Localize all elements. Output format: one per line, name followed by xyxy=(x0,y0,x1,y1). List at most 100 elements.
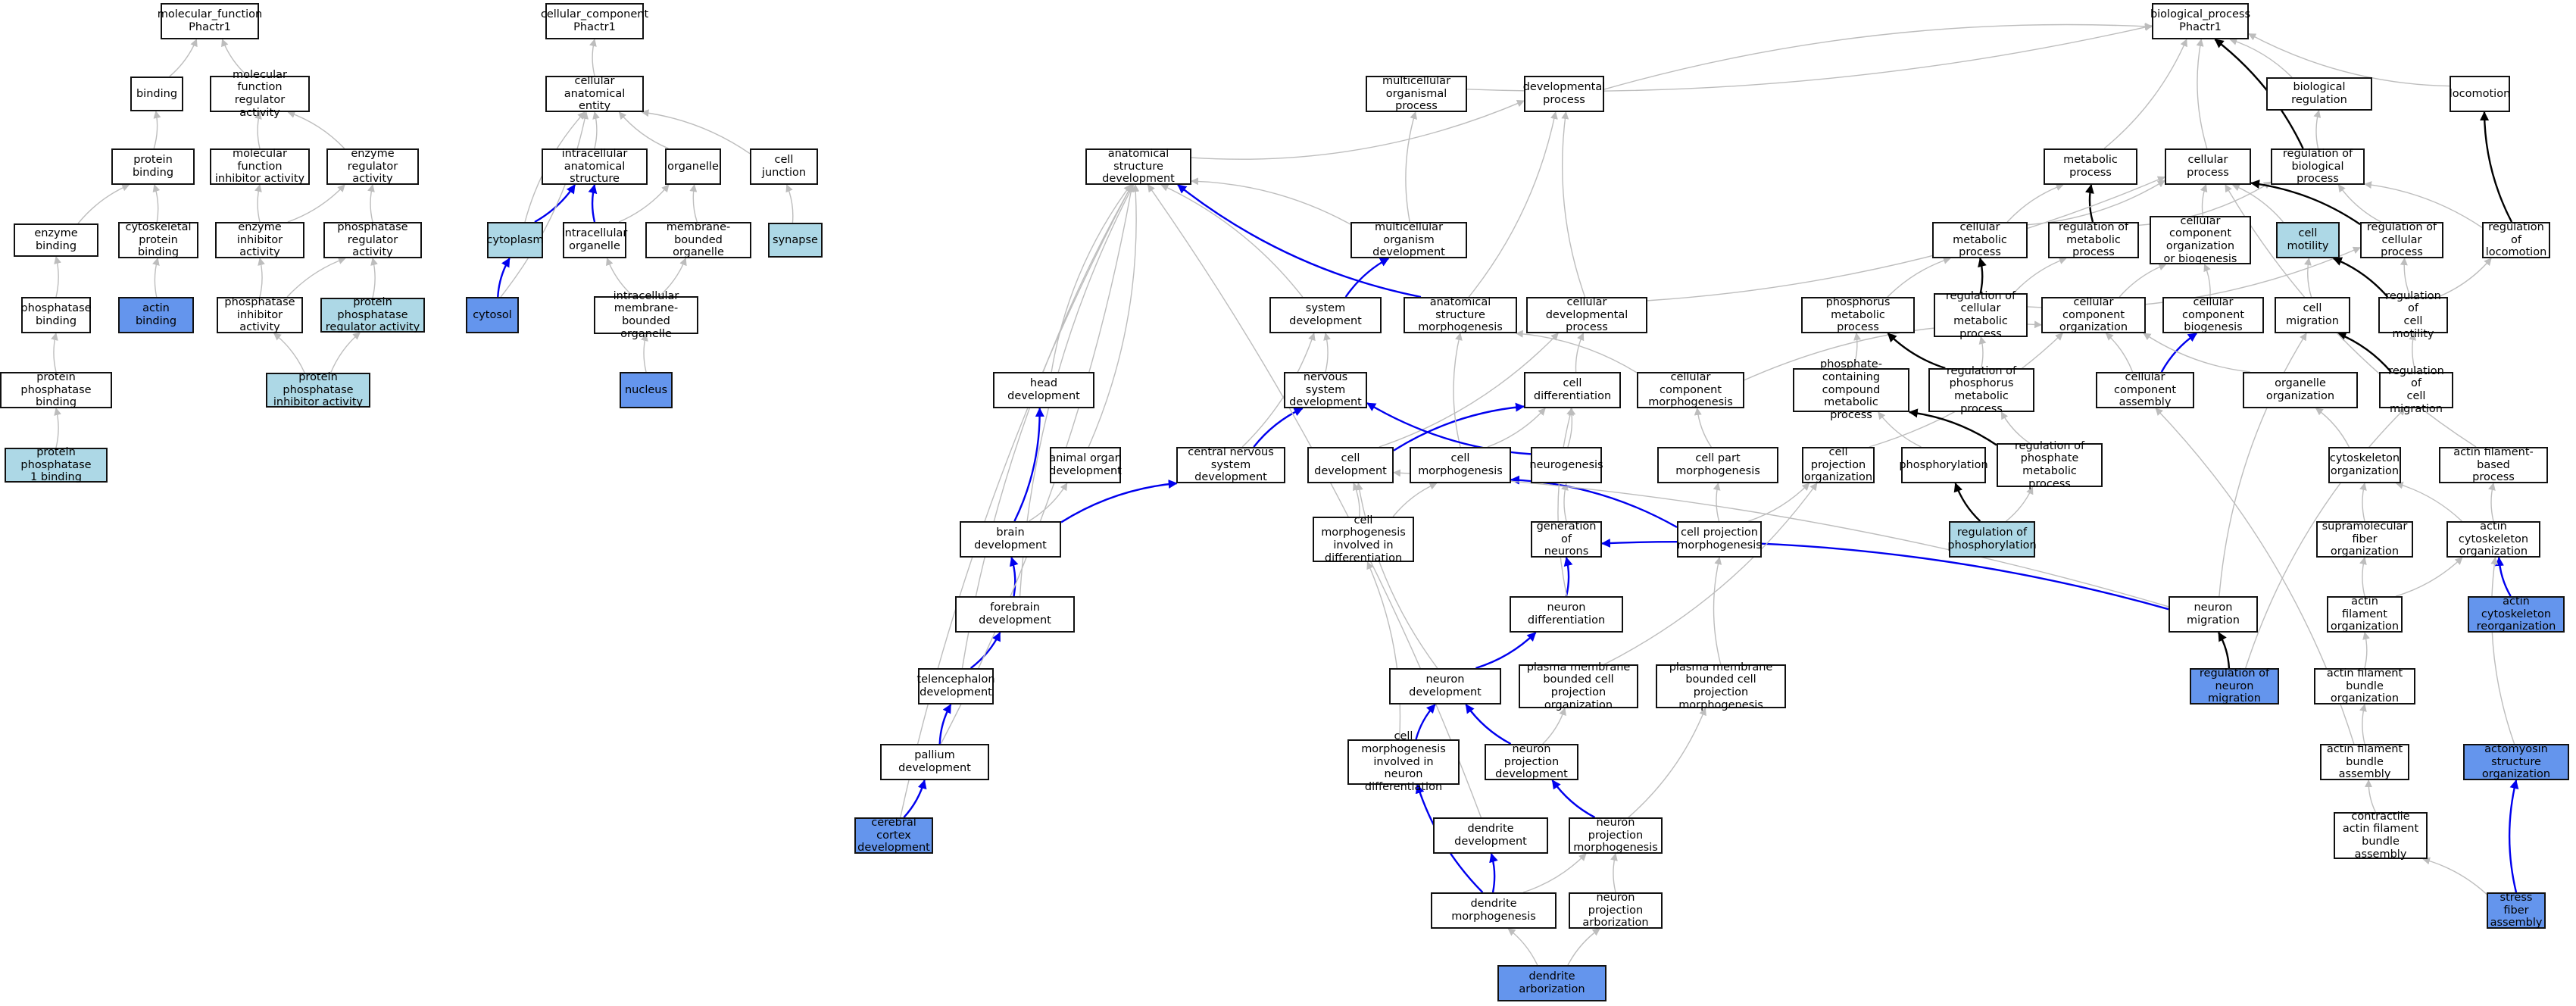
go-term-node-neuron-migration[interactable]: neuron migration xyxy=(2169,596,2258,633)
go-term-node-aco[interactable]: actin cytoskeleton organization xyxy=(2446,520,2540,558)
go-term-node-reg-phosph[interactable]: regulation of phosphorylation xyxy=(1947,521,2037,558)
go-term-node-cytoplasm[interactable]: cytoplasm xyxy=(487,222,543,258)
go-term-node-ccd[interactable]: cerebral cortex development xyxy=(854,817,933,854)
go-term-node-reg-cell-motility[interactable]: regulation of cell motility xyxy=(2378,290,2448,340)
go-term-node-protein-binding[interactable]: protein binding xyxy=(111,148,195,185)
go-term-node-phosphorylation[interactable]: phosphorylation xyxy=(1899,447,1988,483)
go-term-node-neurogenesis[interactable]: neurogenesis xyxy=(1529,447,1603,483)
go-term-node-cdp[interactable]: cellular developmental process xyxy=(1526,296,1647,333)
go-term-node-ccb[interactable]: cellular component biogenesis xyxy=(2162,296,2264,333)
go-term-node-bp-root[interactable]: biological_process Phactr1 xyxy=(2150,3,2250,39)
go-term-node-locomotion[interactable]: locomotion xyxy=(2450,76,2510,112)
go-term-node-aod[interactable]: animal organ development xyxy=(1049,447,1122,483)
go-term-node-cyto-org[interactable]: cytoskeleton organization xyxy=(2328,447,2401,483)
go-term-node-amso[interactable]: actomyosin structure organization xyxy=(2463,743,2569,780)
go-term-node-forebrain-dev[interactable]: forebrain development xyxy=(955,596,1075,633)
go-term-node-ccm[interactable]: cellular component morphogenesis xyxy=(1637,371,1744,408)
go-term-node-cmid[interactable]: cell morphogenesis involved in different… xyxy=(1313,514,1414,564)
go-term-node-rpmp[interactable]: regulation of phosphate metabolic proces… xyxy=(1997,440,2103,490)
go-term-node-phosphatase-reg[interactable]: phosphatase regulator activity xyxy=(323,221,422,258)
go-term-node-neuron-diff[interactable]: neuron differentiation xyxy=(1510,596,1623,633)
go-term-node-reg-loco[interactable]: regulation of locomotion xyxy=(2482,221,2550,258)
go-term-node-intra-org[interactable]: intracellular organelle xyxy=(562,222,627,258)
go-term-node-pp1-binding[interactable]: protein phosphatase 1 binding xyxy=(5,446,108,483)
go-term-node-enzyme-binding[interactable]: enzyme binding xyxy=(14,223,98,257)
go-term-node-synapse[interactable]: synapse xyxy=(768,223,823,258)
go-term-node-organelle-org[interactable]: organelle organization xyxy=(2243,372,2358,408)
go-term-node-gen-neurons[interactable]: generation of neurons xyxy=(1531,520,1602,558)
go-term-node-enzyme-inhib[interactable]: enzyme inhibitor activity xyxy=(215,221,304,258)
go-term-node-dendrite-dev[interactable]: dendrite development xyxy=(1433,817,1548,854)
go-term-node-cmind[interactable]: cell morphogenesis involved in neuron di… xyxy=(1347,730,1460,793)
go-term-node-mf-reg[interactable]: molecular function regulator activity xyxy=(210,69,310,119)
go-term-node-nucleus[interactable]: nucleus xyxy=(620,372,673,408)
go-term-node-asd[interactable]: anatomical structure development xyxy=(1085,148,1191,185)
go-term-node-pp-inhib[interactable]: protein phosphatase inhibitor activity xyxy=(266,371,370,408)
go-term-node-pp-reg[interactable]: protein phosphatase regulator activity xyxy=(320,296,425,333)
go-term-node-reg-cell-migr[interactable]: regulation of cell migration xyxy=(2379,365,2453,415)
go-term-node-reg-bio[interactable]: regulation of biological process xyxy=(2271,148,2365,185)
go-term-node-dendrite-morph[interactable]: dendrite morphogenesis xyxy=(1431,892,1557,929)
go-term-node-mf-inhib[interactable]: molecular function inhibitor activity xyxy=(210,148,310,185)
go-term-node-phosphatase-binding[interactable]: phosphatase binding xyxy=(20,297,92,333)
go-term-node-head-dev[interactable]: head development xyxy=(993,372,1094,408)
go-term-node-reg-phos-metab[interactable]: regulation of phosphorus metabolic proce… xyxy=(1928,365,2034,415)
go-term-node-mbo[interactable]: membrane-bounded organelle xyxy=(645,221,751,258)
go-term-node-ccob[interactable]: cellular component organization or bioge… xyxy=(2150,215,2251,265)
go-term-node-cnsd[interactable]: central nervous system development xyxy=(1176,446,1285,483)
go-term-node-cell-metab[interactable]: cellular metabolic process xyxy=(1932,221,2028,258)
go-term-node-afbo[interactable]: actin filament bundle organization xyxy=(2314,667,2415,705)
go-term-node-afbp[interactable]: actin filament-based process xyxy=(2439,446,2548,483)
go-term-node-pccmp[interactable]: phosphate-containing compound metabolic … xyxy=(1793,358,1909,421)
go-term-node-cell-motility[interactable]: cell motility xyxy=(2276,222,2340,258)
go-term-node-sfa[interactable]: stress fiber assembly xyxy=(2487,892,2546,929)
go-term-node-cell-dev[interactable]: cell development xyxy=(1307,447,1394,483)
go-term-node-tel-dev[interactable]: telencephalon development xyxy=(917,668,995,705)
go-term-node-npm[interactable]: neuron projection morphogenesis xyxy=(1569,817,1663,854)
go-term-node-cca[interactable]: cellular component assembly xyxy=(2096,371,2194,408)
go-term-node-neuron-dev[interactable]: neuron development xyxy=(1389,668,1501,705)
go-term-node-nsd[interactable]: nervous system development xyxy=(1284,371,1367,408)
go-term-node-actin-binding[interactable]: actin binding xyxy=(118,297,194,333)
go-term-node-imbo[interactable]: intracellular membrane-bounded organelle xyxy=(594,290,698,340)
go-term-node-system-dev[interactable]: system development xyxy=(1269,297,1382,333)
go-term-node-mop[interactable]: multicellular organismal process xyxy=(1366,75,1467,112)
go-term-node-afo[interactable]: actin filament organization xyxy=(2327,595,2403,633)
go-term-node-cell-morph[interactable]: cell morphogenesis xyxy=(1410,447,1511,483)
go-term-node-asm[interactable]: anatomical structure morphogenesis xyxy=(1404,296,1517,333)
go-term-node-reg-cellular[interactable]: regulation of cellular process xyxy=(2360,221,2443,258)
go-term-node-reg-neuron-migr[interactable]: regulation of neuron migration xyxy=(2190,667,2279,705)
go-term-node-pmbcpm[interactable]: plasma membrane bounded cell projection … xyxy=(1656,661,1786,711)
go-term-node-dev-proc[interactable]: developmental process xyxy=(1523,76,1605,112)
go-term-node-cytosol[interactable]: cytosol xyxy=(466,297,519,333)
go-term-node-afba[interactable]: actin filament bundle assembly xyxy=(2320,743,2409,780)
go-term-node-reg-cell-metab[interactable]: regulation of cellular metabolic process xyxy=(1934,290,2028,340)
go-term-node-cco[interactable]: cellular component organization xyxy=(2041,296,2146,333)
go-term-node-cell-migration[interactable]: cell migration xyxy=(2275,297,2350,333)
go-term-node-organelle[interactable]: organelle xyxy=(665,148,721,185)
go-term-node-cell-junction[interactable]: cell junction xyxy=(750,148,818,185)
go-term-node-bio-reg[interactable]: biological regulation xyxy=(2266,77,2372,111)
go-term-node-cellular-proc[interactable]: cellular process xyxy=(2165,148,2251,185)
go-term-node-npa[interactable]: neuron projection arborization xyxy=(1569,892,1663,929)
go-term-node-reg-metab[interactable]: regulation of metabolic process xyxy=(2048,221,2139,258)
go-term-node-mod[interactable]: multicellular organism development xyxy=(1350,221,1467,258)
go-term-node-brain-dev[interactable]: brain development xyxy=(960,521,1061,558)
go-term-node-acr[interactable]: actin cytoskeleton reorganization xyxy=(2468,595,2565,633)
go-term-node-cae[interactable]: cellular anatomical entity xyxy=(545,75,644,112)
go-term-node-metabolic[interactable]: metabolic process xyxy=(2044,148,2137,185)
go-term-node-pp-binding[interactable]: protein phosphatase binding xyxy=(0,371,112,408)
go-term-node-cell-diff[interactable]: cell differentiation xyxy=(1524,372,1621,408)
go-term-node-cafba[interactable]: contractile actin filament bundle assemb… xyxy=(2334,811,2428,861)
go-term-node-pallium-dev[interactable]: pallium development xyxy=(880,744,989,780)
go-term-node-smfo[interactable]: supramolecular fiber organization xyxy=(2316,520,2413,558)
go-term-node-npd[interactable]: neuron projection development xyxy=(1485,743,1578,780)
go-term-node-cpm[interactable]: cell part morphogenesis xyxy=(1657,447,1778,483)
go-term-node-cpo[interactable]: cell projection organization xyxy=(1802,446,1875,483)
go-term-node-cp-morph[interactable]: cell projection morphogenesis xyxy=(1677,521,1762,558)
go-term-node-enzyme-reg[interactable]: enzyme regulator activity xyxy=(326,148,419,185)
go-term-node-phos-metab[interactable]: phosphorus metabolic process xyxy=(1801,296,1915,333)
go-term-node-ias[interactable]: intracellular anatomical structure xyxy=(542,148,648,185)
go-term-node-dendrite-arbor[interactable]: dendrite arborization xyxy=(1497,965,1606,1001)
go-term-node-phosphatase-inhib[interactable]: phosphatase inhibitor activity xyxy=(217,296,303,333)
